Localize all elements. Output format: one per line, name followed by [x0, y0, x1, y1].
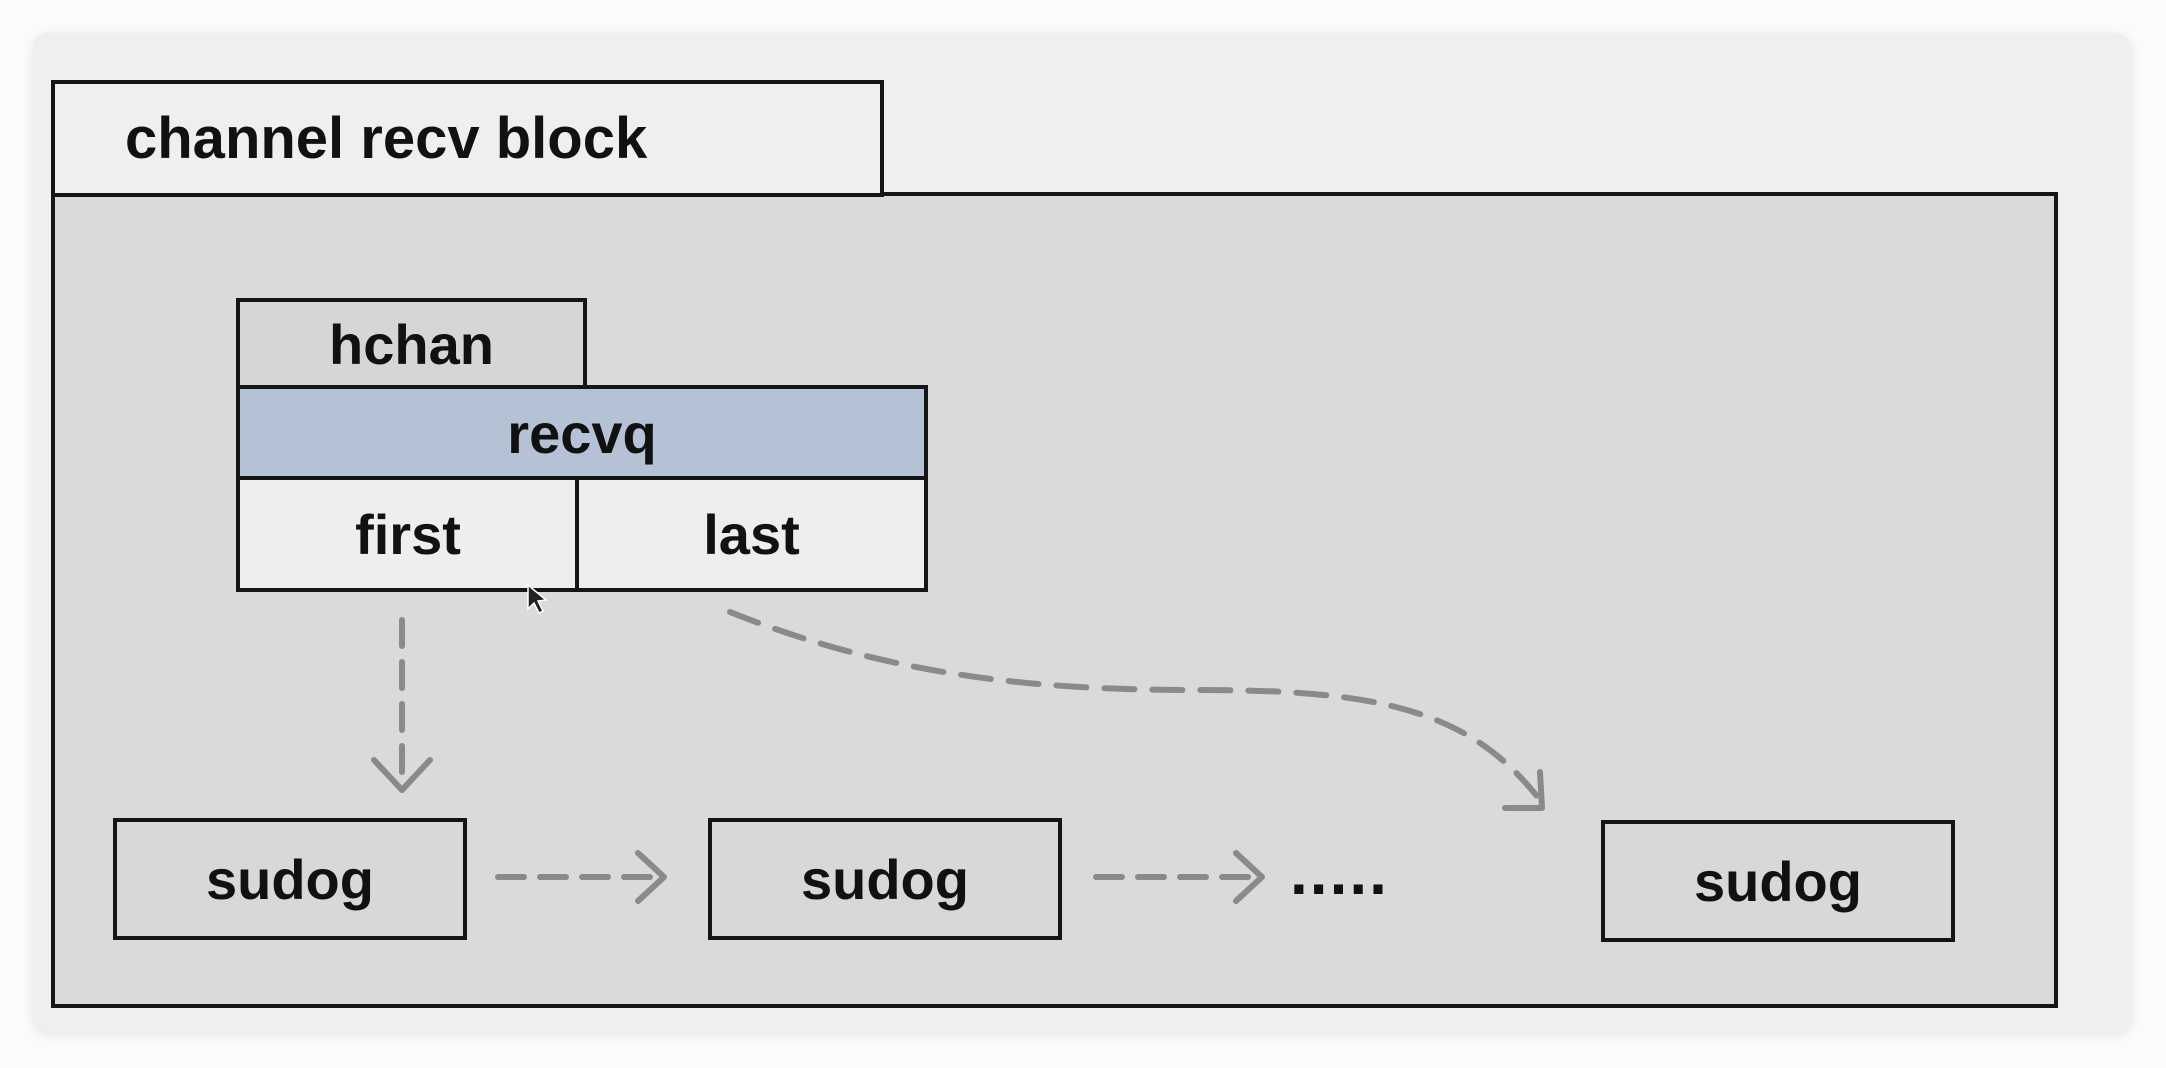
first-field: first: [236, 476, 580, 592]
last-field: last: [575, 476, 928, 592]
hchan-header: hchan: [236, 298, 587, 390]
recvq-header: recvq: [236, 385, 928, 481]
queue-ellipsis: .....: [1290, 836, 1389, 908]
sudog-node-1: sudog: [113, 818, 467, 940]
sudog-node-2: sudog: [708, 818, 1062, 940]
diagram-title: channel recv block: [51, 80, 884, 197]
sudog-node-last: sudog: [1601, 820, 1955, 942]
